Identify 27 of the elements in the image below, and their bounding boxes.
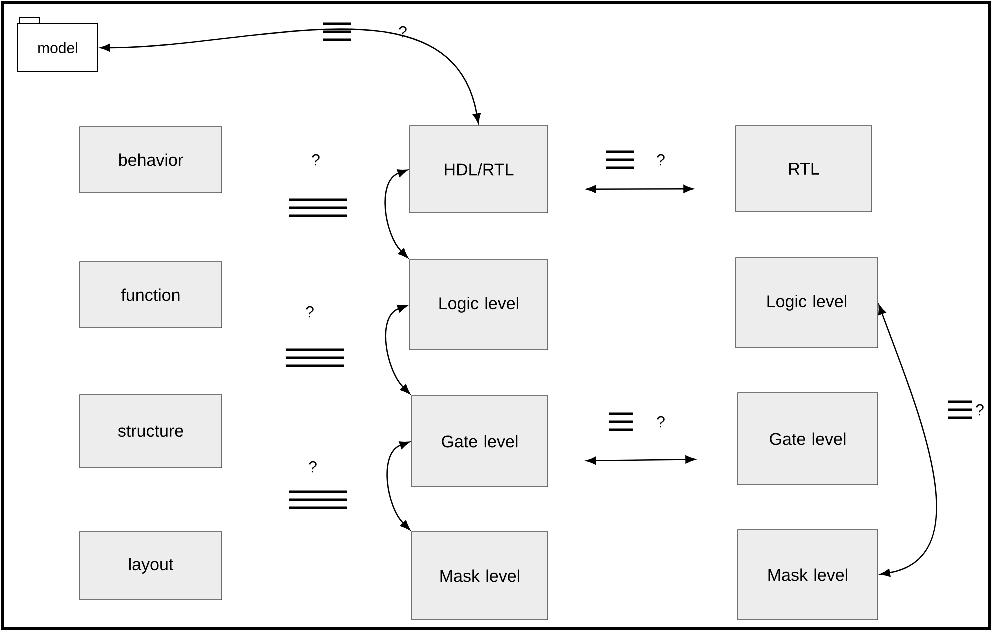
level-box: Mask level <box>738 530 878 620</box>
level-box: RTL <box>736 126 872 212</box>
curved-arrow <box>878 304 938 577</box>
level-box: structure <box>80 394 222 468</box>
level-box: Gate level <box>738 392 878 486</box>
level-box: behavior <box>80 126 222 194</box>
question-mark: ? <box>306 306 314 318</box>
level-box: HDL/RTL <box>410 126 548 214</box>
level-box: layout <box>80 532 222 600</box>
question-mark: ? <box>976 404 984 416</box>
level-box: function <box>80 262 222 328</box>
level-box: Mask level <box>412 532 548 620</box>
curved-arrow <box>100 28 481 124</box>
curved-arrow <box>384 170 408 258</box>
level-box: Logic level <box>410 260 548 350</box>
folder-box: model <box>18 18 98 72</box>
curved-arrow <box>385 305 410 394</box>
question-mark: ? <box>312 154 320 166</box>
double-arrow <box>586 185 694 194</box>
curved-arrow <box>386 442 410 530</box>
question-mark: ? <box>399 26 407 38</box>
question-mark: ? <box>657 154 665 166</box>
level-box: Gate level <box>412 396 548 488</box>
question-mark: ? <box>657 416 665 428</box>
level-box: Logic level <box>736 258 878 348</box>
question-mark: ? <box>309 461 317 473</box>
double-arrow <box>586 456 696 465</box>
